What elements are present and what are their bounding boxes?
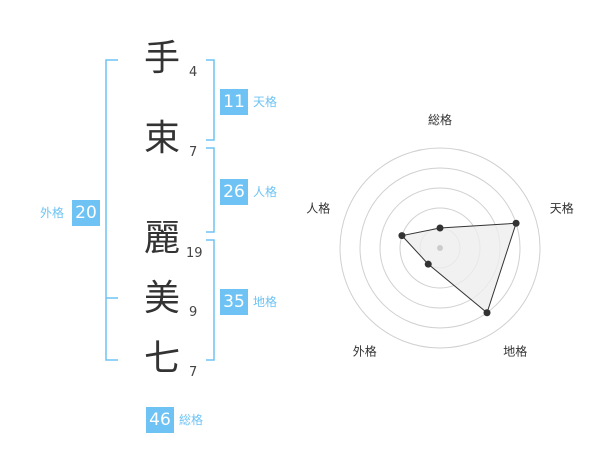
soukaku-label: 総格 xyxy=(179,413,204,427)
radar-axis-label: 外格 xyxy=(353,344,377,359)
gaikaku-label: 外格 xyxy=(40,206,65,220)
radar-axis-label: 地格 xyxy=(503,344,527,359)
name-char-2: 束 xyxy=(143,118,180,159)
radar-point xyxy=(398,232,406,240)
radar-grid-ring xyxy=(339,147,541,349)
radar-area xyxy=(400,222,517,314)
radar-center xyxy=(437,245,443,251)
radar-axis-label: 総格 xyxy=(428,112,452,127)
jinkaku-value: 26 xyxy=(220,179,248,205)
stroke-count-5: 7 xyxy=(189,365,198,380)
name-char-3: 麗 xyxy=(143,218,180,259)
jinkaku-label: 人格 xyxy=(253,185,278,199)
radar-axis-label: 人格 xyxy=(306,200,330,215)
radar-grid-ring xyxy=(359,167,521,329)
radar-point xyxy=(483,309,491,317)
name-char-5: 七 xyxy=(143,338,180,379)
stroke-count-1: 4 xyxy=(189,65,198,80)
tenkaku-value: 11 xyxy=(220,89,248,115)
soukaku-value: 46 xyxy=(146,407,174,433)
tenkaku-label: 天格 xyxy=(253,95,278,109)
stroke-count-4: 9 xyxy=(189,305,198,320)
radar-point xyxy=(424,260,432,268)
radar-point xyxy=(512,219,520,227)
stroke-count-2: 7 xyxy=(189,145,198,160)
stroke-count-3: 19 xyxy=(186,246,203,261)
name-char-4: 美 xyxy=(143,278,180,319)
name-char-1: 手 xyxy=(143,38,180,79)
radar-axis-label: 天格 xyxy=(550,200,574,215)
radar-point xyxy=(436,224,444,232)
gaikaku-value: 20 xyxy=(72,200,100,226)
chikaku-value: 35 xyxy=(220,289,248,315)
chikaku-label: 地格 xyxy=(253,295,278,309)
